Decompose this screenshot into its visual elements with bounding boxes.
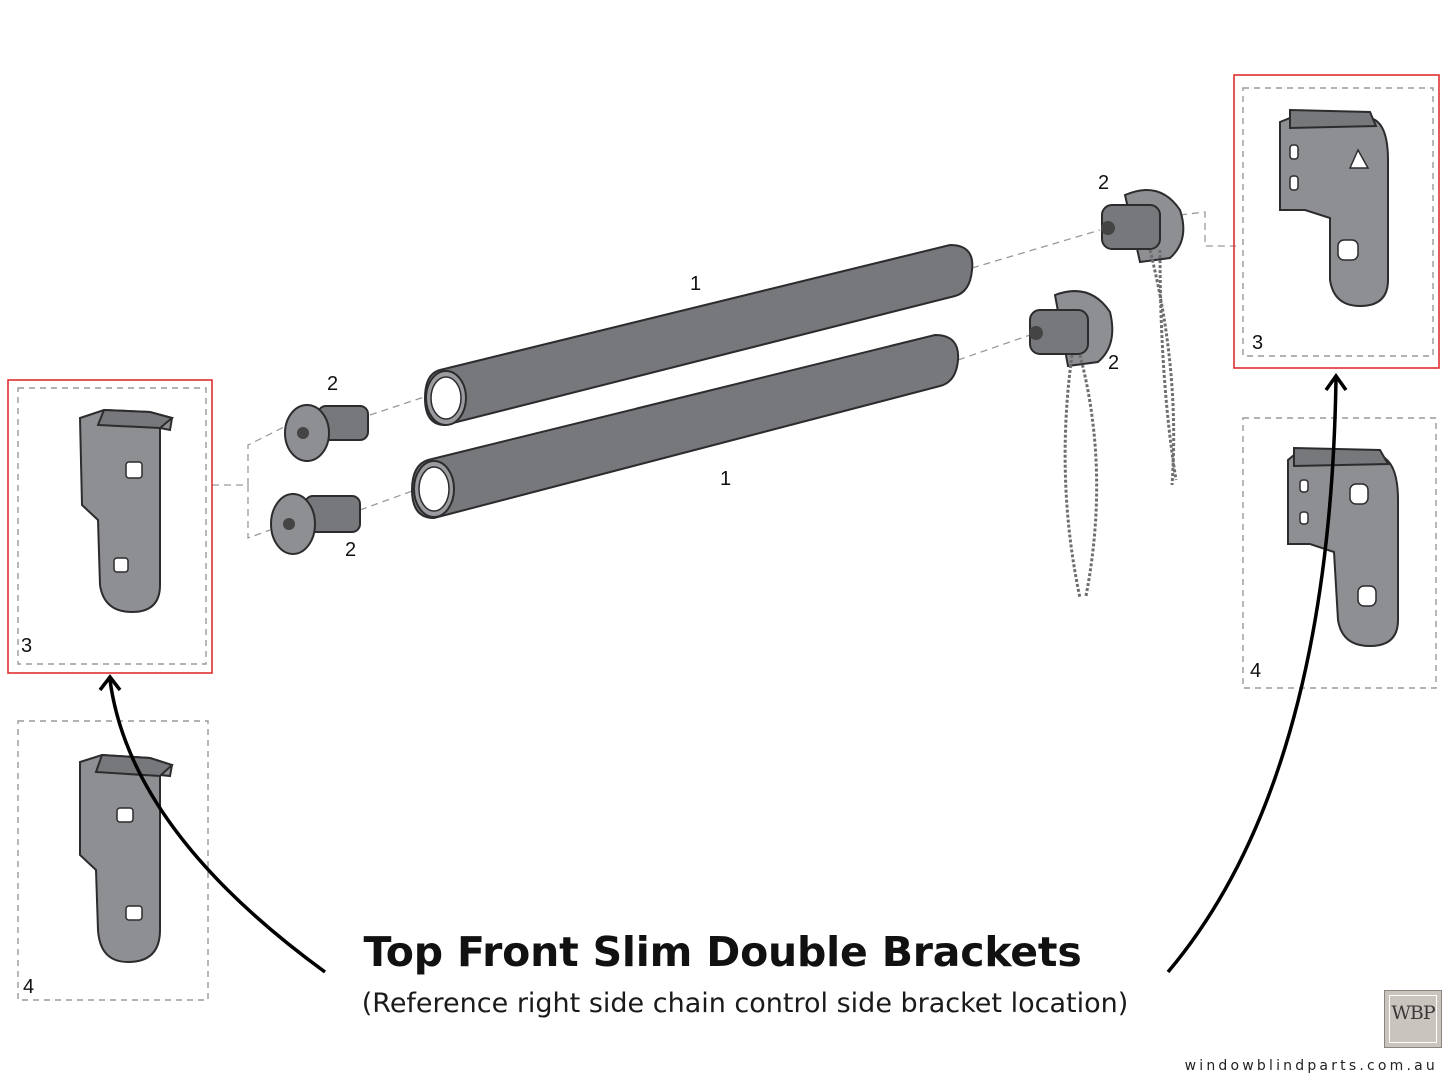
arrow-to-right-bracket	[1166, 372, 1348, 974]
left-bracket-4	[17, 720, 209, 1001]
logo-text: WBP	[1391, 1002, 1435, 1024]
roller-tube-lower	[410, 333, 960, 520]
logo-border	[1389, 995, 1437, 1043]
callout-end-plug-lower: 2	[345, 539, 356, 561]
left-bracket-3	[7, 379, 213, 674]
callout-tube-lower: 1	[720, 468, 731, 490]
end-plug-upper	[284, 404, 369, 462]
callout-end-plug-upper: 2	[327, 373, 338, 395]
page-subtitle: (Reference right side chain control side…	[361, 988, 1129, 1019]
callout-bracket-left-top: 3	[21, 635, 32, 657]
callout-tube-upper: 1	[690, 273, 701, 295]
chain-control-upper	[1101, 189, 1185, 486]
highlight-box-left	[7, 379, 213, 674]
brand-logo: WBP	[1384, 990, 1442, 1048]
website-url: windowblindparts.com.au	[1184, 1058, 1438, 1074]
highlight-box-right	[1233, 74, 1440, 369]
callout-control-upper: 2	[1098, 172, 1109, 194]
callout-bracket-left-bottom: 4	[23, 976, 34, 998]
chain-control-lower	[1029, 290, 1114, 599]
page-title: Top Front Slim Double Brackets	[363, 928, 1082, 976]
right-bracket-4	[1242, 417, 1437, 689]
right-bracket-3	[1233, 74, 1440, 369]
arrow-to-left-bracket	[98, 674, 327, 974]
callout-bracket-right-bottom: 4	[1250, 660, 1261, 682]
roller-tube-upper	[423, 243, 974, 427]
assembly-guide-lines	[212, 211, 1236, 539]
callout-control-lower: 2	[1108, 352, 1119, 374]
callout-bracket-right-top: 3	[1252, 332, 1263, 354]
end-plug-lower	[270, 493, 361, 555]
